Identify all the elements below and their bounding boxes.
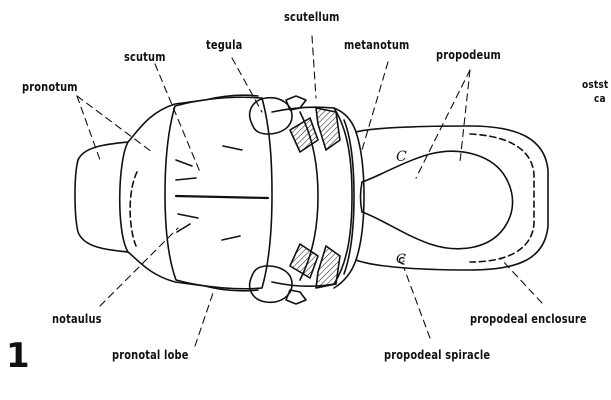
label-scutellum: scutellum [284, 10, 340, 24]
hatched-upper-left [290, 118, 318, 152]
pronotum-dashed-line [130, 172, 137, 246]
pronotum-outline-top [78, 95, 258, 160]
label-tegula: tegula [206, 38, 242, 52]
spiracle-letter-lower: C [396, 252, 406, 267]
tegula-upper [250, 98, 292, 134]
label-propodeal-spiracle: propodeal spiracle [384, 348, 490, 362]
label-ca-fragment: ca [594, 92, 606, 105]
hatched-lower-right [316, 246, 340, 288]
propodeum-dashed-line [470, 134, 534, 262]
label-scutum: scutum [124, 50, 166, 64]
label-propodeum: propodeum [436, 48, 501, 62]
label-pronotum: pronotum [22, 80, 78, 94]
label-pronotal-lobe: pronotal lobe [112, 348, 189, 362]
label-posts-fragment: ostst [582, 78, 608, 91]
propodeal-enclosure [362, 151, 513, 248]
label-metanotum: metanotum [344, 38, 409, 52]
spiracle-letter-upper: C [396, 149, 407, 165]
figure-number: 1 [6, 336, 30, 376]
hatched-upper-right [316, 108, 340, 150]
label-notaulus: notaulus [52, 312, 102, 326]
label-propodeal-enclosure: propodeal enclosure [470, 312, 587, 326]
hatched-lower-left [290, 244, 318, 278]
